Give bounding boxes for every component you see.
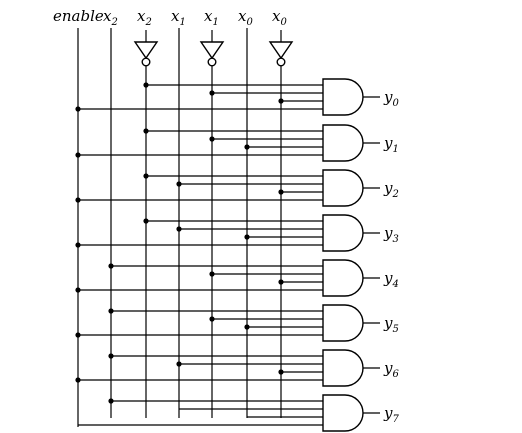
junction-dot [278,98,284,104]
inverter [133,41,159,60]
output-label-base: y [383,269,393,287]
junction-dot [244,234,250,240]
input-label-subscript: 2 [110,17,117,28]
input-label-base: x [238,7,247,25]
input-label-subscript: 1 [179,17,185,28]
inverter-bubble [276,57,286,67]
output-label: y5 [383,314,399,335]
output-label-subscript: 2 [391,189,398,200]
wires [77,28,380,427]
output-label: y0 [383,88,399,109]
junction-dot [278,279,284,285]
junction-dot [176,361,182,367]
input-label-base: x [137,7,146,25]
input-label: x2 [137,7,152,28]
junction-dot [278,369,284,375]
input-label-subscript: 0 [280,17,287,28]
output-label-base: y [383,134,393,152]
and-gate [322,78,364,116]
output-label-subscript: 4 [391,279,398,290]
output-label: y1 [383,134,399,155]
output-label-base: y [383,179,393,197]
junction-dot [209,136,215,142]
input-label-subscript: 2 [144,17,151,28]
junction-dot [75,106,81,112]
junction-dot [209,271,215,277]
output-label: y2 [383,179,399,200]
input-label: x0 [238,7,253,28]
junction-dot [108,353,114,359]
junction-dot [278,189,284,195]
junction-dot [244,324,250,330]
and-gate [322,349,364,387]
input-label-subscript: 1 [212,17,218,28]
output-label-subscript: 1 [392,144,398,155]
junction-dot [176,181,182,187]
junction-dot [75,152,81,158]
junction-dots [75,82,284,404]
inverter [268,41,294,60]
and-gate [322,259,364,297]
output-label: y4 [383,269,399,290]
and-gates [133,41,364,432]
junction-dot [75,287,81,293]
inverter-bubble [207,57,217,67]
output-label-subscript: 7 [392,414,399,425]
and-gate [322,214,364,252]
output-label-base: y [383,314,393,332]
output-label-base: y [383,404,393,422]
input-label: x0 [272,7,287,28]
junction-dot [75,197,81,203]
input-label-base: x [272,7,281,25]
inverter-bubble [141,57,151,67]
junction-dot [75,242,81,248]
junction-dot [75,332,81,338]
input-label-base: x [204,7,213,25]
inverter [199,41,225,60]
junction-dot [176,226,182,232]
junction-dot [143,173,149,179]
output-label: y6 [383,359,399,380]
output-label: y7 [383,404,399,425]
input-label: x1 [171,7,186,28]
input-label-base: enable [53,7,104,25]
junction-dot [143,128,149,134]
output-label-subscript: 5 [392,324,398,335]
input-label-subscript: 0 [246,17,253,28]
junction-dot [209,316,215,322]
and-gate [322,394,364,432]
junction-dot [108,308,114,314]
output-label-base: y [383,224,393,242]
input-label: x2 [103,7,118,28]
junction-dot [108,263,114,269]
input-label-base: x [171,7,180,25]
output-label-base: y [383,88,393,106]
output-label-subscript: 3 [392,234,398,245]
output-label-subscript: 0 [392,98,399,109]
junction-dot [209,90,215,96]
junction-dot [108,398,114,404]
junction-dot [244,144,250,150]
input-label: enable [53,7,104,25]
output-label: y3 [383,224,399,245]
and-gate [322,169,364,207]
input-label: x1 [204,7,219,28]
output-label-base: y [383,359,393,377]
and-gate [322,304,364,342]
junction-dot [143,82,149,88]
junction-dot [143,218,149,224]
input-label-base: x [103,7,112,25]
output-label-subscript: 6 [392,369,399,380]
junction-dot [75,377,81,383]
and-gate [322,124,364,162]
